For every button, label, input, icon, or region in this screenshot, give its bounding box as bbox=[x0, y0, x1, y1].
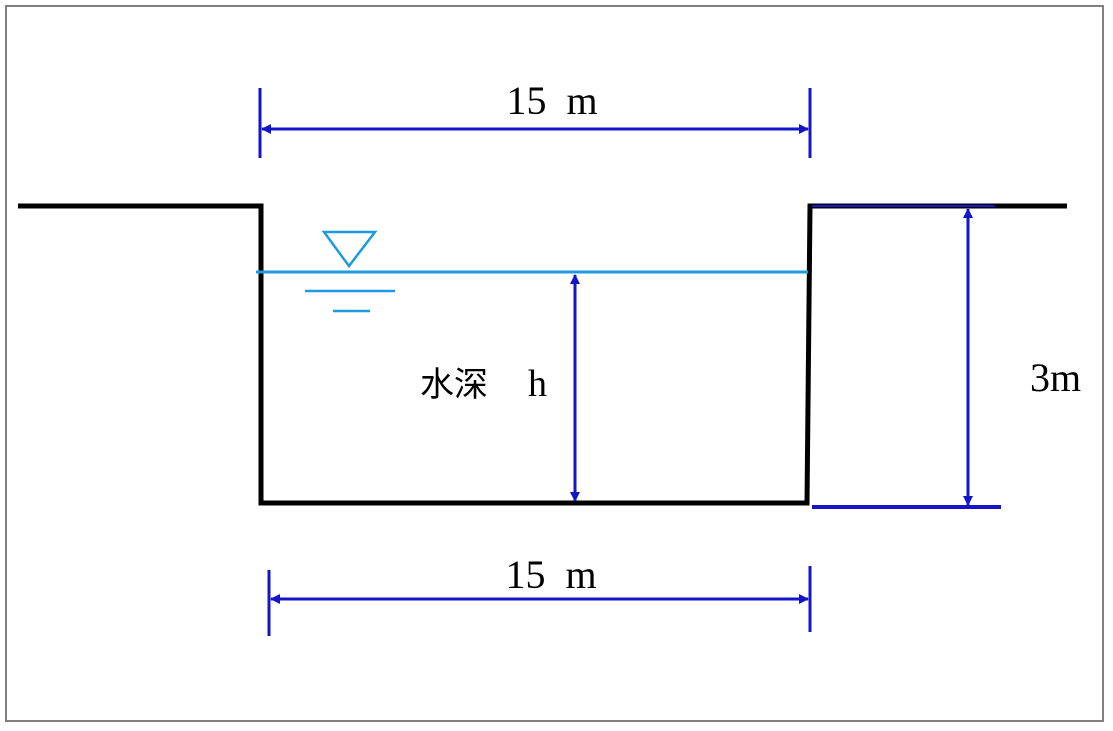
top-width-label: 15 m bbox=[506, 78, 597, 123]
depth-label-cn: 水深 bbox=[420, 365, 488, 405]
water-surface-symbol-icon bbox=[305, 230, 395, 313]
channel-height-dimension: 3m bbox=[812, 205, 1081, 509]
bottom-width-dimension: 15 m bbox=[267, 552, 812, 636]
depth-label-symbol: h bbox=[528, 363, 547, 405]
height-label: 3m bbox=[1030, 355, 1081, 400]
bottom-width-label: 15 m bbox=[505, 552, 596, 597]
top-width-dimension: 15 m bbox=[258, 78, 812, 158]
water-depth-dimension: 水深 h bbox=[420, 274, 580, 502]
